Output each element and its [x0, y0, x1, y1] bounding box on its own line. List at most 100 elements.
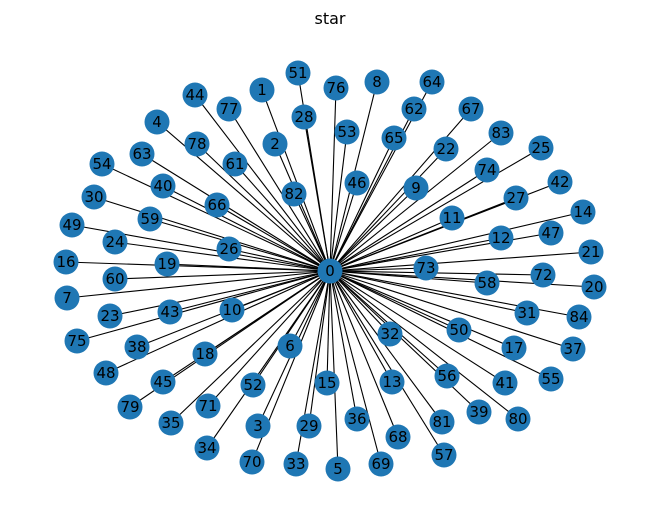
node-label: 52	[243, 376, 262, 394]
node-14: 14	[570, 199, 596, 225]
edge-0-39	[329, 270, 480, 413]
node-label: 15	[317, 374, 336, 392]
node-label: 12	[491, 229, 510, 247]
node-label: 74	[477, 161, 496, 179]
node-40: 40	[150, 173, 176, 199]
node-circle	[560, 336, 586, 362]
node-label: 49	[62, 216, 81, 234]
node-label: 57	[434, 446, 453, 464]
node-circle	[192, 341, 218, 367]
node-circle	[240, 372, 266, 398]
node-4: 4	[144, 109, 170, 135]
node-label: 68	[388, 428, 407, 446]
node-label: 44	[185, 86, 204, 104]
edge-0-44	[194, 94, 331, 272]
edge-0-51	[297, 72, 331, 272]
edge-0-78	[196, 143, 331, 272]
edge-0-36	[329, 270, 358, 420]
node-22: 22	[433, 136, 459, 162]
node-circle	[458, 96, 484, 122]
node-39: 39	[466, 399, 492, 425]
node-25: 25	[528, 135, 554, 161]
edge-0-15	[326, 270, 331, 384]
node-label: 18	[195, 345, 214, 363]
node-12: 12	[488, 225, 514, 251]
edge-0-77	[228, 108, 331, 272]
edge-0-61	[234, 163, 331, 272]
node-23: 23	[97, 303, 123, 329]
node-circle	[503, 185, 529, 211]
node-44: 44	[182, 82, 208, 108]
node-circle	[239, 449, 265, 475]
node-82: 82	[281, 181, 307, 207]
node-circle	[154, 251, 180, 277]
node-label: 64	[422, 73, 441, 91]
node-27: 27	[503, 185, 529, 211]
node-label: 80	[508, 410, 527, 428]
node-label: 63	[132, 145, 151, 163]
node-label: 26	[219, 240, 238, 258]
node-61: 61	[222, 151, 248, 177]
node-63: 63	[129, 141, 155, 167]
edge-0-69	[329, 270, 382, 465]
node-label: 6	[285, 337, 295, 355]
node-label: 19	[157, 255, 176, 273]
node-circle	[344, 170, 370, 196]
node-label: 37	[563, 340, 582, 358]
node-label: 78	[187, 135, 206, 153]
node-label: 22	[436, 140, 455, 158]
edge-0-25	[329, 147, 542, 272]
node-56: 56	[434, 363, 460, 389]
node-circle	[570, 199, 596, 225]
node-circle	[144, 109, 170, 135]
node-circle	[323, 75, 349, 101]
node-77: 77	[216, 96, 242, 122]
node-circle	[64, 328, 90, 354]
node-label: 47	[541, 224, 560, 242]
node-label: 82	[284, 185, 303, 203]
node-circle	[53, 249, 79, 275]
node-label: 5	[333, 460, 343, 478]
node-37: 37	[560, 336, 586, 362]
edge-0-31	[329, 270, 528, 314]
node-label: 58	[477, 274, 496, 292]
node-66: 66	[204, 192, 230, 218]
node-circle	[129, 141, 155, 167]
node-circle	[446, 317, 472, 343]
edge-0-12	[329, 237, 502, 272]
node-circle	[204, 192, 230, 218]
node-74: 74	[474, 157, 500, 183]
edge-0-47	[329, 232, 552, 272]
edge-0-7	[66, 270, 331, 299]
node-9: 9	[403, 175, 429, 201]
node-19: 19	[154, 251, 180, 277]
node-label: 23	[100, 307, 119, 325]
node-circle	[334, 119, 360, 145]
node-label: 61	[225, 155, 244, 173]
node-label: 50	[449, 321, 468, 339]
node-31: 31	[514, 300, 540, 326]
edge-0-83	[329, 132, 502, 272]
node-label: 25	[531, 139, 550, 157]
node-label: 53	[337, 123, 356, 141]
node-46: 46	[344, 170, 370, 196]
node-76: 76	[323, 75, 349, 101]
node-circle	[102, 266, 128, 292]
edge-0-41	[329, 270, 506, 384]
node-label: 21	[581, 243, 600, 261]
node-3: 3	[245, 413, 271, 439]
node-label: 46	[347, 174, 366, 192]
edge-0-50	[329, 270, 460, 331]
node-circle	[381, 125, 407, 151]
node-label: 76	[326, 79, 345, 97]
edge-0-54	[101, 163, 331, 272]
node-circle	[501, 335, 527, 361]
node-circle	[466, 399, 492, 425]
edge-0-19	[166, 263, 331, 272]
node-label: 20	[584, 278, 603, 296]
node-circle	[216, 236, 242, 262]
node-label: 66	[207, 196, 226, 214]
node-20: 20	[581, 274, 607, 300]
edge-0-67	[329, 108, 472, 272]
